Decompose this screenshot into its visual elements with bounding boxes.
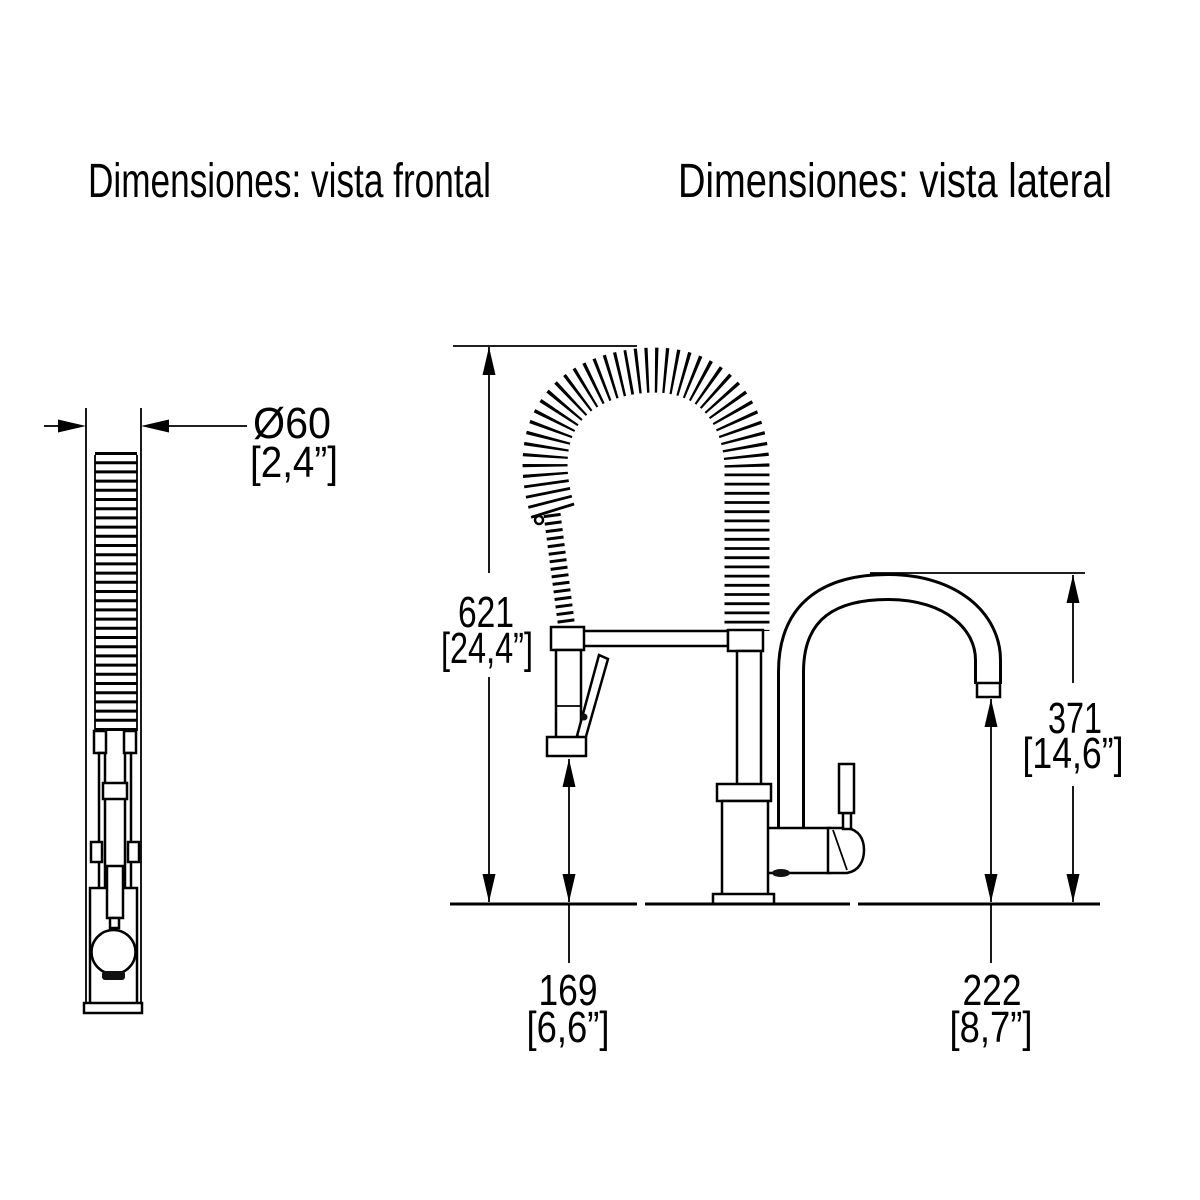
coil-windings: [522, 347, 770, 631]
sprayer-clip: [102, 971, 125, 980]
coil-collar: [726, 628, 765, 653]
base-plate: [82, 1001, 144, 1015]
sprayer-collar: [549, 625, 586, 652]
spout-height-value-label: 371: [1048, 694, 1102, 743]
arrowhead-up-icon: [482, 347, 496, 375]
body-column: [720, 799, 770, 899]
side-view: 621 [24,4”] 169 [6,6”] 371 [14,6”] 222 [: [441, 345, 1124, 1052]
side-view-title: Dimensiones: vista lateral: [678, 155, 1112, 208]
spout-outline: [777, 572, 1002, 833]
handle-lever: [837, 762, 856, 815]
spout-tube: [780, 575, 999, 830]
spring-coil-arch: [522, 347, 770, 631]
support-bar: [580, 629, 730, 648]
faucet-body: [711, 782, 776, 906]
arrowhead-down-icon: [984, 874, 998, 902]
hose-end-right: [122, 729, 138, 755]
sprayer-ball: [90, 928, 137, 976]
arrowhead-down-icon: [1066, 874, 1080, 902]
arrowhead-down-icon: [482, 874, 496, 902]
trigger-front: [105, 864, 125, 920]
arrowhead-left-icon: [141, 419, 169, 433]
spout-height-inches-label: [14,6”]: [1023, 729, 1124, 778]
trigger-pivot: [580, 713, 588, 721]
sprayer-height-inches-label: [6,6”]: [527, 1003, 610, 1052]
total-height-inches-label: [24,4”]: [441, 624, 533, 673]
diameter-inches-label: [2,4”]: [250, 438, 338, 487]
handle-assembly: [764, 762, 866, 877]
gooseneck-spout: [777, 572, 1002, 833]
handle-base-seam: [832, 829, 848, 871]
outlet-height-inches-label: [8,7”]: [950, 1003, 1033, 1052]
extension-lines: [85, 408, 142, 1004]
dimension-total-height: 621 [24,4”]: [441, 345, 637, 902]
spout-aerator: [975, 681, 1002, 699]
coil-band: [522, 347, 770, 631]
coil-edges: [94, 455, 138, 731]
dimension-outlet-height: 222 [8,7”]: [950, 699, 1033, 1052]
dimension-sprayer-height: 169 [6,6”]: [527, 759, 610, 1052]
arrowhead-up-icon: [984, 699, 998, 727]
total-height-value-label: 621: [458, 588, 514, 637]
hose-band: [543, 512, 576, 631]
rod-right: [123, 751, 133, 892]
front-view-title: Dimensiones: vista frontal: [88, 155, 491, 208]
handle-neck: [841, 811, 853, 831]
body-cap: [715, 782, 773, 803]
sprayer-face: [545, 735, 588, 758]
spray-hose: [533, 512, 576, 631]
coil-wire-end: [533, 514, 545, 526]
trigger-stem: [108, 916, 121, 930]
arrowhead-right-icon: [58, 419, 86, 433]
tab-left: [89, 840, 104, 864]
arrowhead-up-icon: [562, 759, 576, 787]
sprayer-body: [554, 648, 583, 740]
hose-end-left: [92, 729, 108, 755]
dimension-spout-height: 371 [14,6”]: [870, 572, 1124, 902]
arrowhead-up-icon: [1066, 575, 1080, 603]
sprayer-height-value-label: 169: [539, 966, 598, 1015]
dimension-diameter: Ø60 [2,4”]: [250, 399, 338, 487]
front-view: [44, 408, 247, 1015]
set-screw: [772, 869, 790, 877]
riser-pipe: [735, 649, 763, 787]
diameter-value-label: Ø60: [253, 399, 331, 448]
rod-left: [97, 751, 107, 892]
spring-coil-front: [94, 452, 138, 733]
sprayer-head: [545, 625, 610, 758]
arrowhead-down-icon: [562, 874, 576, 902]
tab-right: [126, 840, 141, 864]
valve-housing: [764, 826, 832, 875]
collar: [101, 781, 129, 801]
outlet-height-value-label: 222: [963, 966, 1022, 1015]
